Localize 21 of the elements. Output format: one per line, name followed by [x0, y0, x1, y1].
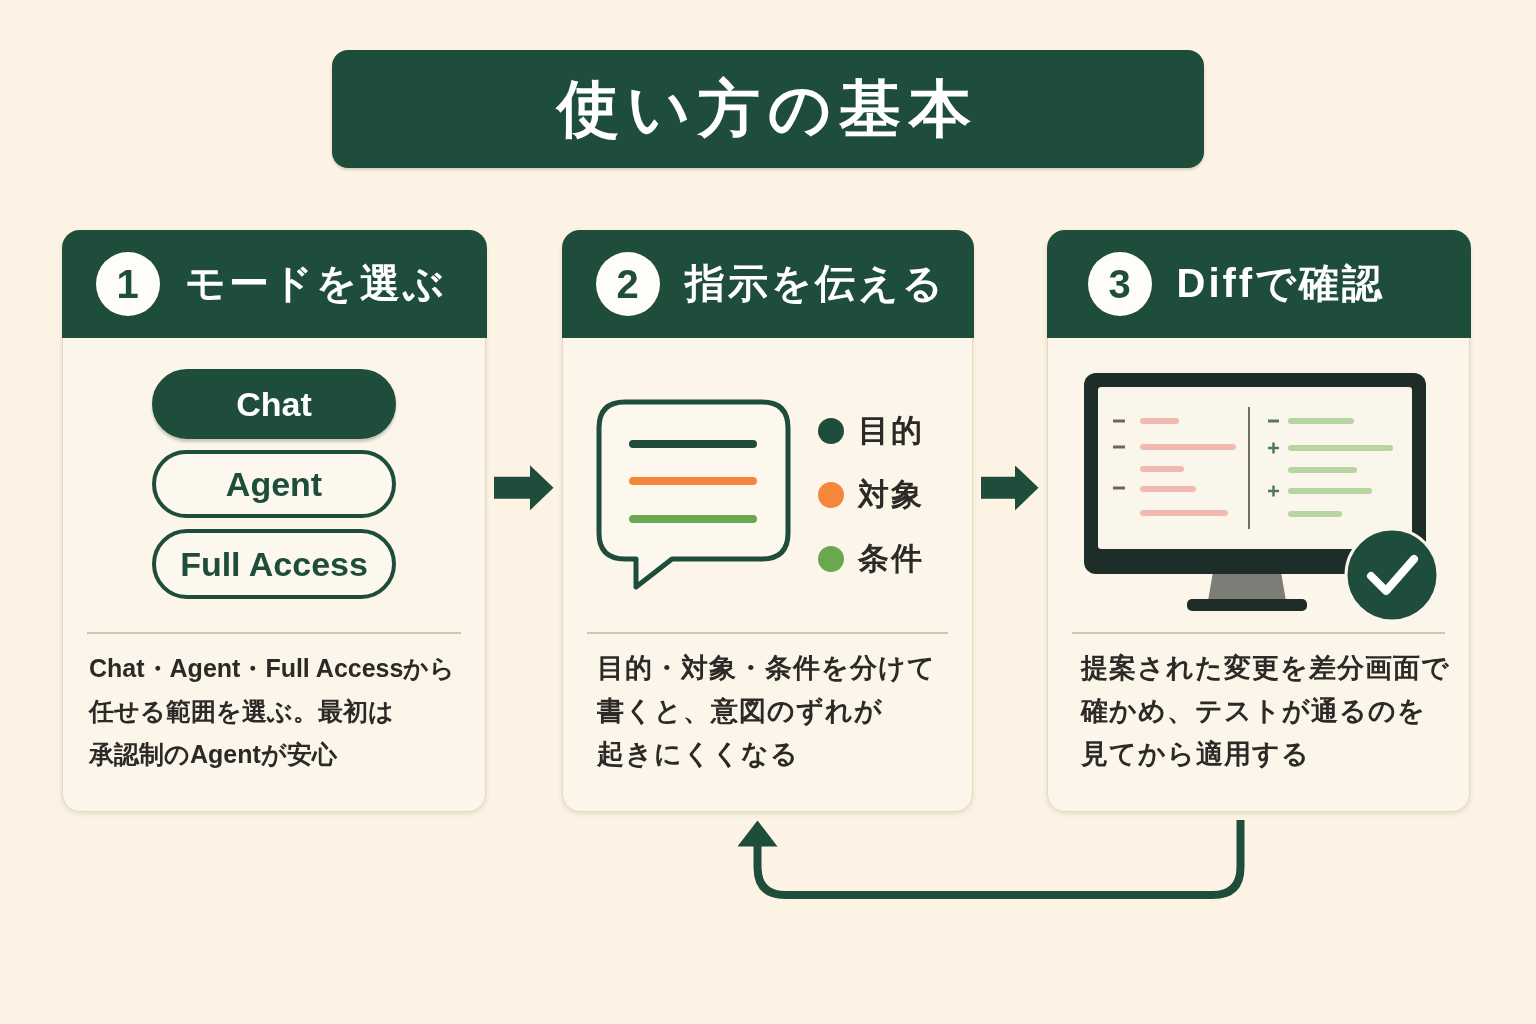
step-heading: Diffで確認	[1176, 260, 1386, 307]
legend-label: 対象	[858, 476, 924, 514]
mode-pill: Agent	[152, 450, 396, 518]
step-heading: モードを選ぶ	[184, 260, 447, 307]
legend-label: 目的	[858, 412, 924, 450]
step-description: 目的・対象・条件を分けて書くと、意図のずれが起きにくくなる	[597, 652, 937, 771]
step-card	[1047, 230, 1470, 812]
number-circle: 3	[1087, 251, 1152, 316]
number-circle: 1	[95, 251, 160, 316]
number-circle: 2	[595, 251, 660, 316]
mode-pill: Chat	[152, 369, 396, 439]
step-description: 提案された変更を差分画面で確かめ、テストが通るのを見てから適用する	[1081, 652, 1451, 771]
mode-pill: Full Access	[152, 529, 396, 599]
step-card	[562, 230, 973, 812]
step-description: Chat・Agent・Full Accessから任せる範囲を選ぶ。最初は承認制のAgentが安心	[89, 653, 457, 770]
title-banner: 使い方の基本	[332, 50, 1204, 168]
arrow	[981, 464, 1039, 511]
step-heading: 指示を伝える	[684, 260, 946, 307]
legend-label: 条件	[858, 540, 924, 578]
arrow	[494, 464, 554, 511]
step-card	[62, 230, 486, 812]
